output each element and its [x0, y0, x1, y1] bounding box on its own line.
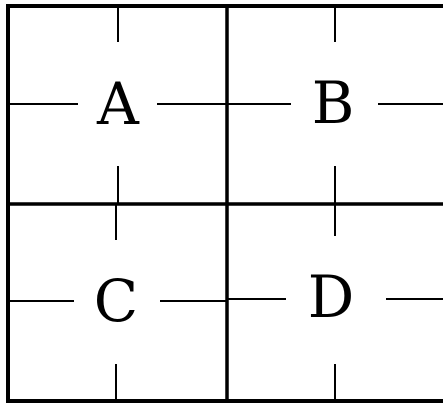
cell-label-a: A	[96, 70, 140, 138]
cell-label-b: B	[312, 69, 355, 137]
cell-label-c: C	[94, 267, 138, 335]
cell-label-d: D	[308, 263, 355, 331]
